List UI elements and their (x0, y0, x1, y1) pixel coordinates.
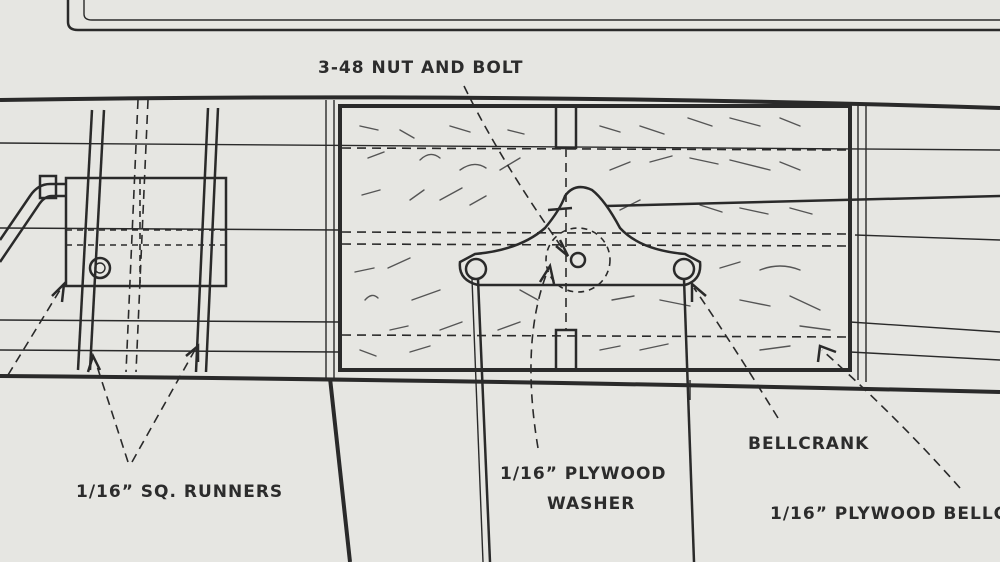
left-box-fitting (88, 256, 112, 280)
runner-2 (125, 99, 139, 373)
label-bellcrank: BELLCRANK (748, 434, 870, 454)
left-leader (7, 289, 61, 376)
label-plywood-washer-line2: WASHER (547, 494, 636, 514)
bellcrank-arm (605, 194, 1000, 208)
lead-out-left (476, 278, 492, 562)
bellcrank-hole-right (672, 257, 696, 281)
runners-arrow-right (185, 343, 200, 362)
runners-arrow-left (86, 352, 102, 373)
runners-leader-left (94, 359, 129, 463)
spar-line-mid-right (854, 234, 1000, 241)
spar-line-mid2 (0, 349, 341, 353)
lead-out-right (682, 278, 696, 562)
runner-3 (194, 107, 210, 373)
spar-line-lower (0, 319, 341, 323)
wing-trailing-edge (0, 374, 1000, 394)
mount-dash-mid2 (341, 243, 849, 247)
runners-leader-right (131, 347, 197, 463)
mount-dash-mid1 (341, 231, 849, 235)
spar-line-mid3 (849, 351, 1000, 361)
wood-grain (354, 117, 831, 357)
plywood-mount (338, 104, 852, 372)
wing-leading-edge (0, 95, 1000, 110)
bellcrank-body (458, 185, 702, 287)
spar-line-mid (0, 227, 341, 231)
fuselage-side-left (328, 377, 352, 562)
left-arrow (51, 280, 66, 303)
plywood-washer (545, 227, 611, 293)
bolt-mark (547, 206, 573, 212)
left-box-cap (38, 174, 58, 200)
bellcrank-hole-left (464, 257, 488, 281)
nut-bolt-leader (463, 85, 566, 253)
mount-dash-top (341, 147, 849, 151)
spar-line-lower-right (849, 321, 1000, 333)
slot-top (554, 106, 578, 150)
mount-dash-bottom (341, 334, 849, 338)
mount-arrow (816, 344, 837, 363)
mount-leader (821, 349, 961, 489)
runner-1 (76, 109, 94, 371)
spar-line-upper (0, 142, 1000, 151)
left-box (64, 176, 228, 288)
runner-1b (88, 109, 106, 371)
runner-2b (135, 99, 149, 373)
top-frame (66, 0, 1000, 32)
nut-bolt-arrow (555, 239, 570, 257)
label-plywood-washer-line1: 1/16” PLYWOOD (500, 464, 667, 484)
top-frame-inner (83, 0, 1000, 21)
label-nut-and-bolt: 3-48 NUT AND BOLT (318, 58, 524, 78)
runner-3b (204, 107, 220, 373)
washer-arrow (538, 262, 556, 285)
bellcrank-leader (693, 287, 779, 419)
label-plywood-bellcrank-mount: 1/16” PLYWOOD BELLC (770, 504, 1000, 524)
lead-out-left-2 (471, 278, 484, 562)
bellcrank-arrow (690, 281, 707, 302)
washer-leader (530, 269, 549, 449)
label-sq-runners: 1/16” SQ. RUNNERS (76, 482, 284, 502)
bellcrank-pivot (569, 251, 587, 269)
